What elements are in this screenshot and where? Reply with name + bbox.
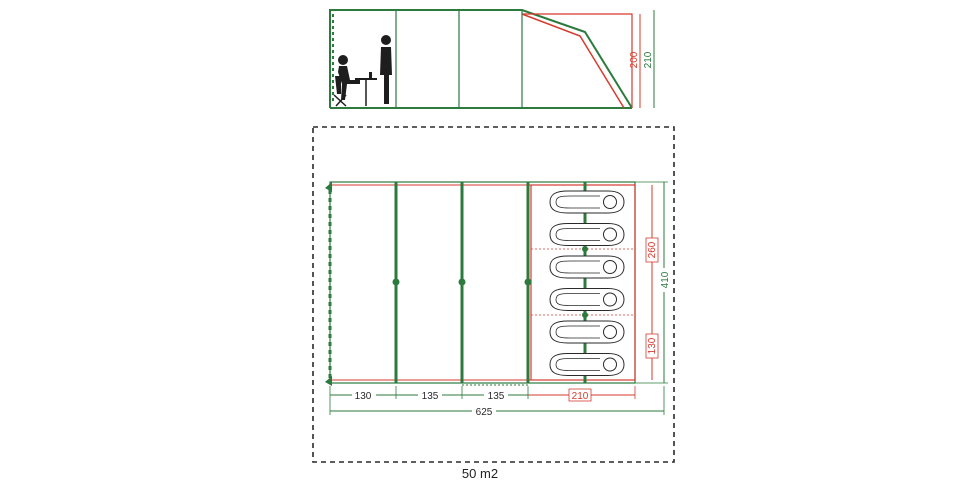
sleeping-bag-icon [549, 320, 625, 344]
floor-plan: 260 130 410 130 135 135 210 625 [312, 126, 675, 463]
dim-210-box [568, 388, 592, 402]
dim-410-label: 410 [660, 271, 671, 288]
side-view-inner-tent [521, 13, 625, 109]
dim-135-b-bg [484, 389, 508, 401]
entrance-marker-bottom [325, 376, 332, 386]
side-dim-200-label: 200 [629, 51, 640, 68]
dim-625-label: 625 [476, 407, 493, 418]
sleeping-bags [549, 190, 625, 376]
bedroom-area [530, 184, 636, 381]
entrance-marker-top [325, 182, 332, 192]
area-label: 50 m2 [461, 466, 499, 481]
dim-625-bg [472, 405, 496, 417]
sleeping-bag-icon [549, 190, 625, 214]
poles [394, 182, 587, 383]
dim-130-box [645, 333, 659, 359]
dim-130-label: 130 [355, 391, 372, 402]
sleeping-bag-icon [549, 223, 625, 246]
side-view-bedroom-top [522, 13, 633, 108]
dim-410-box [658, 268, 670, 292]
dim-130-bg [352, 389, 376, 401]
sleeping-bag-icon [549, 255, 625, 279]
dim-135-a-bg [418, 389, 442, 401]
side-view-outline [329, 9, 633, 109]
dim-135-label-1: 135 [422, 391, 439, 402]
dim-135-label-2: 135 [488, 391, 505, 402]
side-dim-210-label: 210 [643, 51, 654, 68]
side-view: 200 210 [329, 9, 655, 109]
person-sitting-and-standing-icon [333, 35, 392, 107]
sleeping-bag-icon [549, 288, 625, 311]
dim-260-box [645, 237, 659, 263]
dim-130-label-vertical: 130 [647, 337, 658, 354]
dim-210-label: 210 [572, 391, 589, 402]
sleeping-bag-icon [549, 353, 625, 376]
dim-260-label: 260 [647, 241, 658, 258]
footprint-outline [312, 126, 675, 463]
pole-hubs [392, 246, 588, 318]
